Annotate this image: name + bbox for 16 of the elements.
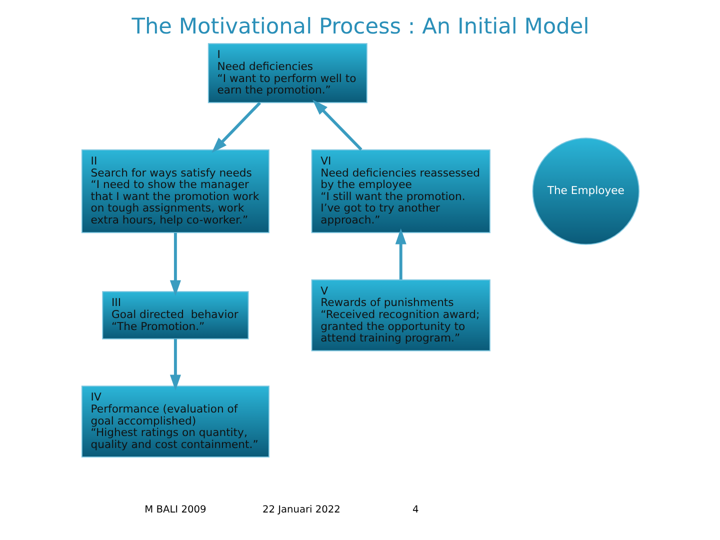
node-box: III Goal directed behavior “The Promotion.” [102,291,248,340]
node-box: II Search for ways satisfy needs “I need to show the manager that I want the promotion work on tough assignments, work extra hours, help co-worker.” [80,149,269,234]
arrow [394,228,406,280]
arrow [169,232,180,296]
label: M BALI 2009 [144,504,206,516]
diagram-title: The Motivational Process : An Initial Model [131,14,589,40]
arrow [211,102,260,153]
arrow [169,338,180,391]
label: 4 [412,504,418,516]
label: 22 Januari 2022 [262,504,340,516]
node-circle: The Employee [532,138,640,245]
node-box: IV Performance (evaluation of goal accomplished) “Highest ratings on quantity, quality and cost containment.” [80,386,269,458]
node-box: V Rewards of punishments “Received recognition award; granted the opportunity to attend training program.” [310,279,490,352]
node-box: VI Need deficiencies reassessed by the employee “I still want the promotion. I’ve got to try another approach.” [310,149,490,234]
node-box: I Need deficiencies “I want to perform well to earn the promotion.” [207,43,367,104]
arrow [312,100,362,151]
